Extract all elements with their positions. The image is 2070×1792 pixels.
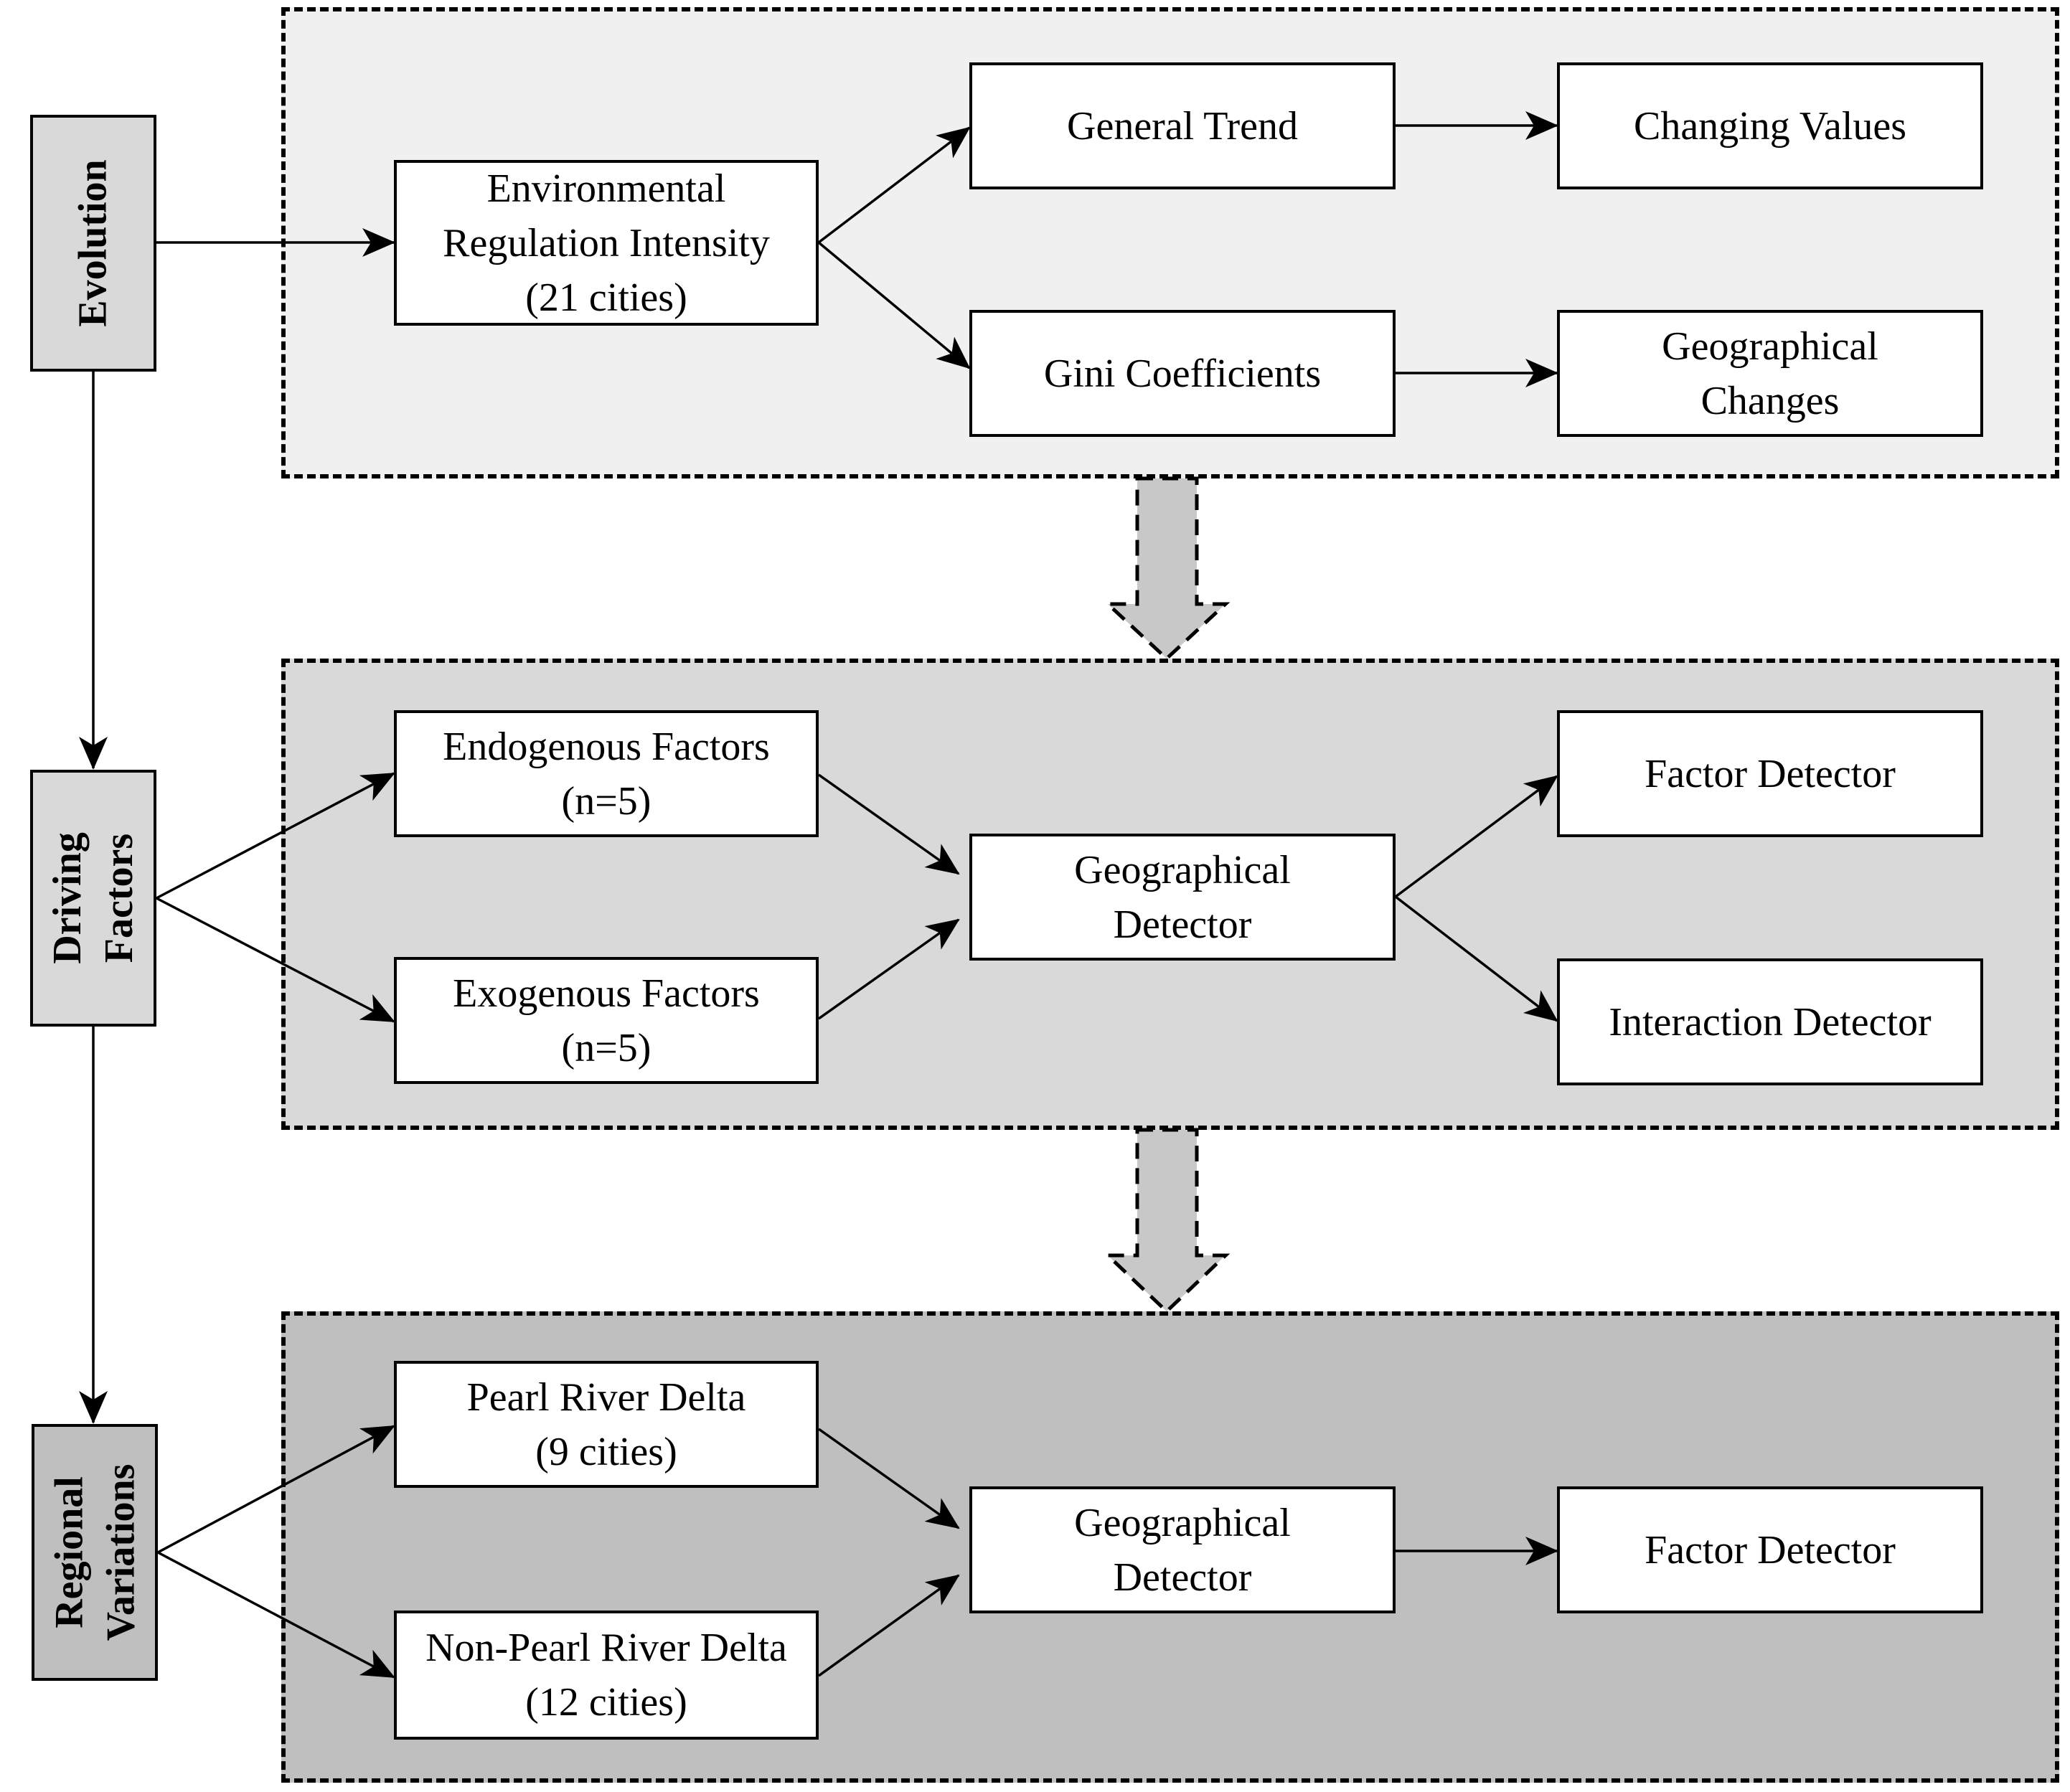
stage-driving-factors: Driving Factors bbox=[30, 770, 156, 1027]
arrow-regional-to-non-prd bbox=[157, 1551, 395, 1679]
stage-regional-variations: Regional Variations bbox=[32, 1424, 158, 1681]
transition-arrow-2 bbox=[1103, 1128, 1231, 1314]
arrow-exogenous-to-detector bbox=[817, 918, 960, 1020]
arrow-detector-to-interaction bbox=[1394, 895, 1558, 1022]
endogenous-factors-box: Endogenous Factors (n=5) bbox=[394, 710, 819, 837]
changing-values-box: Changing Values bbox=[1557, 62, 1983, 189]
arrow-regional-to-prd bbox=[157, 1425, 395, 1554]
stage-driving-factors-label: Driving Factors bbox=[45, 832, 141, 964]
stage-evolution: Evolution bbox=[30, 115, 156, 372]
arrow-input-to-gini bbox=[817, 241, 971, 369]
exogenous-factors-box: Exogenous Factors (n=5) bbox=[394, 957, 819, 1084]
general-trend-box: General Trend bbox=[969, 62, 1396, 189]
arrow-driving-to-endogenous bbox=[156, 772, 395, 900]
geographical-detector-box-2: Geographical Detector bbox=[969, 1486, 1396, 1613]
arrow-non-prd-to-detector bbox=[817, 1574, 960, 1677]
stage-regional-variations-label: Regional Variations bbox=[47, 1463, 144, 1641]
arrow-input-to-trend bbox=[817, 126, 971, 244]
pearl-river-delta-box: Pearl River Delta (9 cities) bbox=[394, 1361, 819, 1488]
stage-evolution-label: Evolution bbox=[71, 159, 116, 327]
non-pearl-river-delta-box: Non-Pearl River Delta (12 cities) bbox=[394, 1611, 819, 1740]
interaction-detector-box: Interaction Detector bbox=[1557, 958, 1983, 1085]
factor-detector-box: Factor Detector bbox=[1557, 710, 1983, 837]
geographical-changes-box: Geographical Changes bbox=[1557, 310, 1983, 437]
arrow-prd-to-detector bbox=[817, 1428, 960, 1529]
gini-coefficients-box: Gini Coefficients bbox=[969, 310, 1396, 437]
geographical-detector-box: Geographical Detector bbox=[969, 834, 1396, 961]
transition-arrow-1 bbox=[1103, 476, 1231, 661]
factor-detector-box-2: Factor Detector bbox=[1557, 1486, 1983, 1613]
arrow-endogenous-to-detector bbox=[817, 773, 960, 875]
environmental-regulation-intensity-box: Environmental Regulation Intensity (21 c… bbox=[394, 160, 819, 326]
arrow-detector-to-factor bbox=[1394, 775, 1558, 898]
arrow-driving-to-exogenous bbox=[156, 897, 395, 1023]
